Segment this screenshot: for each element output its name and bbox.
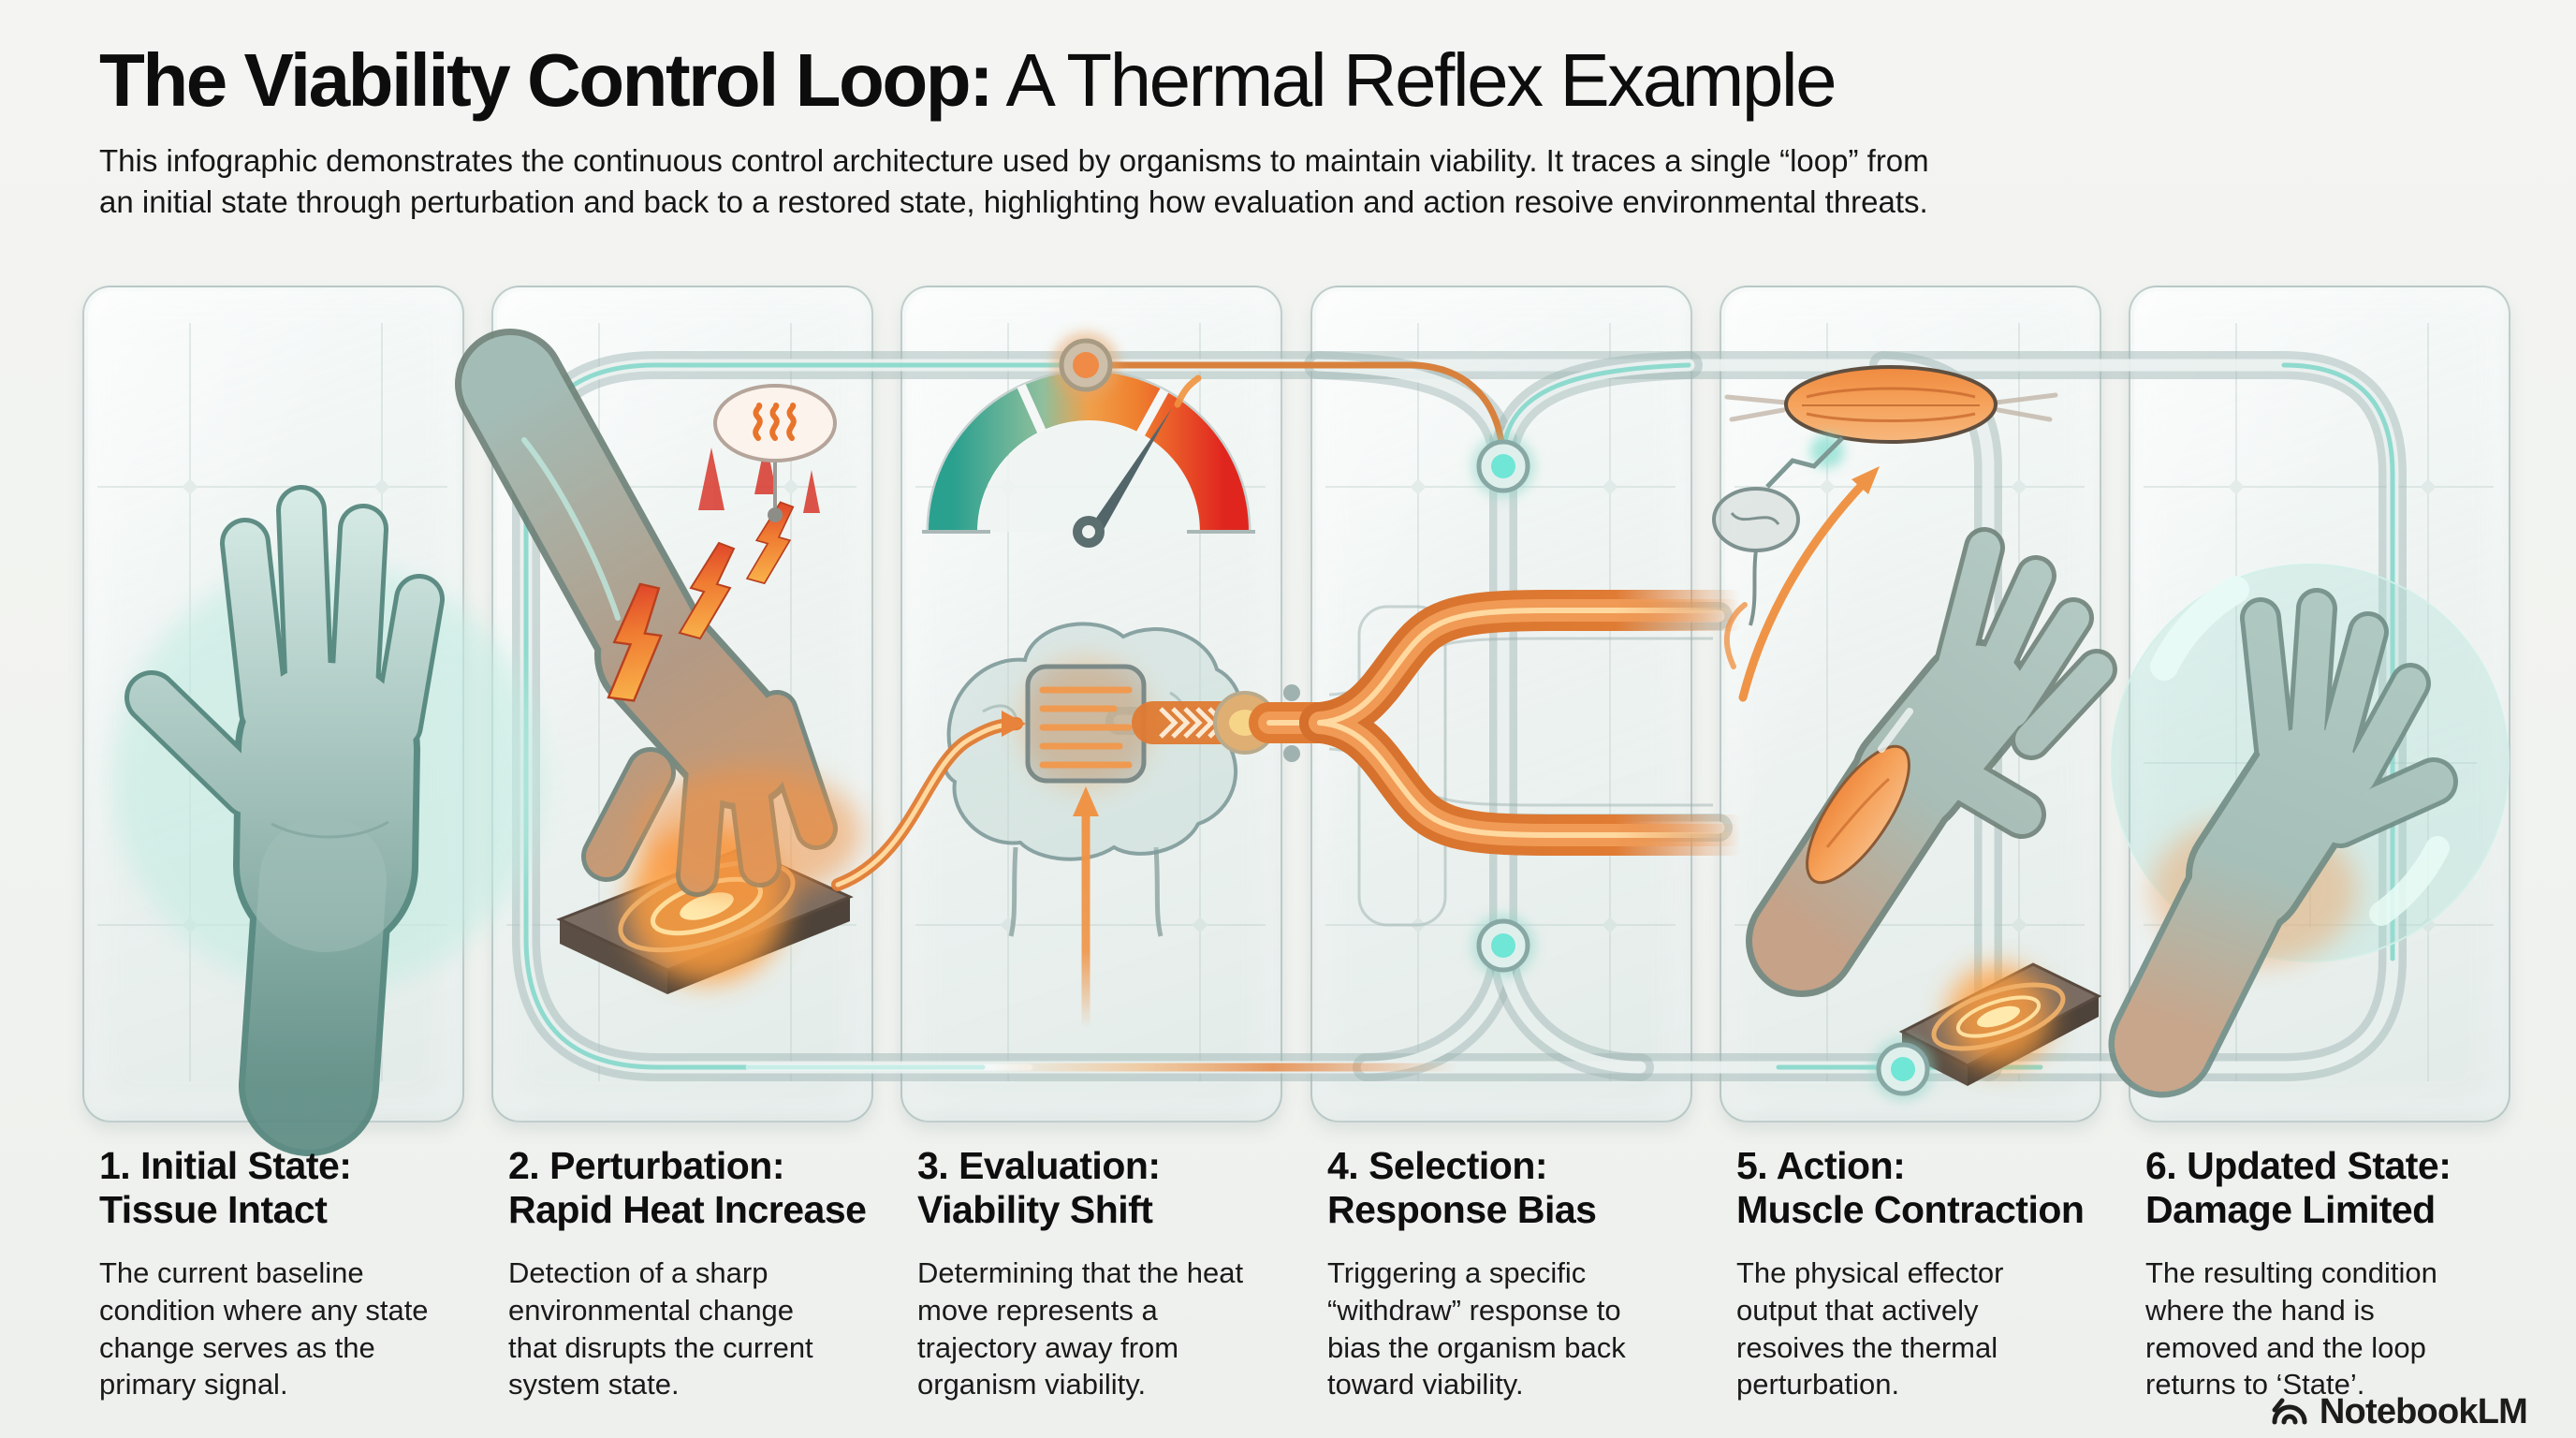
step-body: Triggering a specific “withdraw” respons… <box>1327 1256 1626 1401</box>
step-heading: 6. Updated State:Damage Limited <box>2145 1144 2452 1232</box>
notebooklm-icon <box>2272 1398 2307 1425</box>
step-body: The resulting condition where the hand i… <box>2145 1256 2437 1401</box>
notebooklm-logo: NotebookLM <box>2269 1391 2528 1432</box>
step-body: The current baseline condition where any… <box>99 1256 429 1401</box>
caption-action: 5. Action:Muscle Contraction The physica… <box>1736 1144 2111 1403</box>
page-subtitle: This infographic demonstrates the contin… <box>99 140 1929 223</box>
subtitle-line-2: an initial state through perturbation an… <box>99 184 1928 220</box>
subtitle-line-1: This infographic demonstrates the contin… <box>99 143 1929 178</box>
panel-evaluation <box>900 286 1282 1123</box>
step-heading: 4. Selection:Response Bias <box>1327 1144 1597 1232</box>
panel-action <box>1720 286 2101 1123</box>
step-heading: 5. Action:Muscle Contraction <box>1736 1144 2085 1232</box>
caption-updated-state: 6. Updated State:Damage Limited The resu… <box>2145 1144 2520 1403</box>
caption-initial-state: 1. Initial State:Tissue Intact The curre… <box>99 1144 474 1403</box>
step-heading: 3. Evaluation:Viability Shift <box>917 1144 1161 1232</box>
step-heading: 1. Initial State:Tissue Intact <box>99 1144 352 1232</box>
caption-evaluation: 3. Evaluation:Viability Shift Determinin… <box>917 1144 1292 1403</box>
panel-initial-state <box>82 286 464 1123</box>
step-body: Determining that the heat move represent… <box>917 1256 1244 1401</box>
page-title-bold: The Viability Control Loop: <box>99 38 994 122</box>
step-body: The physical effector output that active… <box>1736 1256 2004 1401</box>
panel-perturbation <box>491 286 873 1123</box>
page-title-regular: A Thermal Reflex Example <box>991 38 1837 122</box>
header: The Viability Control Loop: A Thermal Re… <box>99 41 1929 223</box>
panel-updated-state <box>2129 286 2510 1123</box>
step-heading: 2. Perturbation:Rapid Heat Increase <box>508 1144 867 1232</box>
page-title: The Viability Control Loop: A Thermal Re… <box>99 41 1929 120</box>
caption-selection: 4. Selection:Response Bias Triggering a … <box>1327 1144 1702 1403</box>
brand-text: NotebookLM <box>2319 1391 2528 1431</box>
step-body: Detection of a sharp environmental chang… <box>508 1256 813 1401</box>
caption-perturbation: 2. Perturbation:Rapid Heat Increase Dete… <box>508 1144 883 1403</box>
panel-selection <box>1310 286 1692 1123</box>
